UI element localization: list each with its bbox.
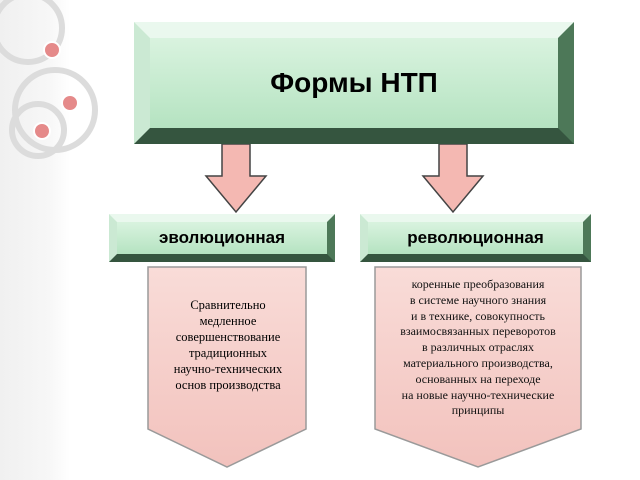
description-line: научно-технических bbox=[173, 362, 283, 376]
title-box: Формы НТП bbox=[134, 22, 574, 144]
description-line: взаимосвязанных переворотов bbox=[400, 324, 556, 339]
description-line: медленное bbox=[199, 314, 257, 328]
decorative-circles bbox=[0, 0, 98, 159]
revolutionary-box: революционная bbox=[360, 214, 591, 262]
description-line: Сравнительно bbox=[190, 298, 266, 312]
revolutionary-label: революционная bbox=[407, 228, 544, 247]
description-line: коренные преобразования bbox=[411, 277, 545, 291]
description-line: основанных на переходе bbox=[415, 371, 541, 386]
revolutionary-description: коренные преобразования в системе научно… bbox=[373, 277, 583, 419]
description-line: принципы bbox=[451, 403, 505, 418]
description-line: и в технике, совокупность bbox=[411, 308, 545, 323]
revolutionary-description-shape bbox=[374, 266, 582, 468]
description-line: основ производства bbox=[175, 378, 281, 392]
decor-dot bbox=[43, 41, 61, 59]
arrow-down-left bbox=[204, 144, 268, 214]
description-line: традиционных bbox=[188, 346, 268, 360]
description-line: на новые научно-технические bbox=[401, 387, 555, 402]
description-line: материального производства, bbox=[403, 355, 553, 370]
decor-dot bbox=[33, 122, 51, 140]
evolutionary-label: эволюционная bbox=[158, 228, 286, 247]
evolutionary-box: эволюционная bbox=[109, 214, 335, 262]
description-line: в системе научного знания bbox=[409, 292, 547, 307]
description-line: в различных отраслях bbox=[421, 340, 535, 355]
description-line: совершенствование bbox=[175, 330, 281, 344]
diagram-title: Формы НТП bbox=[270, 67, 438, 98]
evolutionary-description: Сравнительно медленное совершенствование… bbox=[148, 297, 308, 393]
evolutionary-description-shape bbox=[147, 266, 307, 468]
side-decoration-strip bbox=[0, 0, 70, 480]
arrow-down-right bbox=[421, 144, 485, 214]
decor-dot bbox=[61, 94, 79, 112]
